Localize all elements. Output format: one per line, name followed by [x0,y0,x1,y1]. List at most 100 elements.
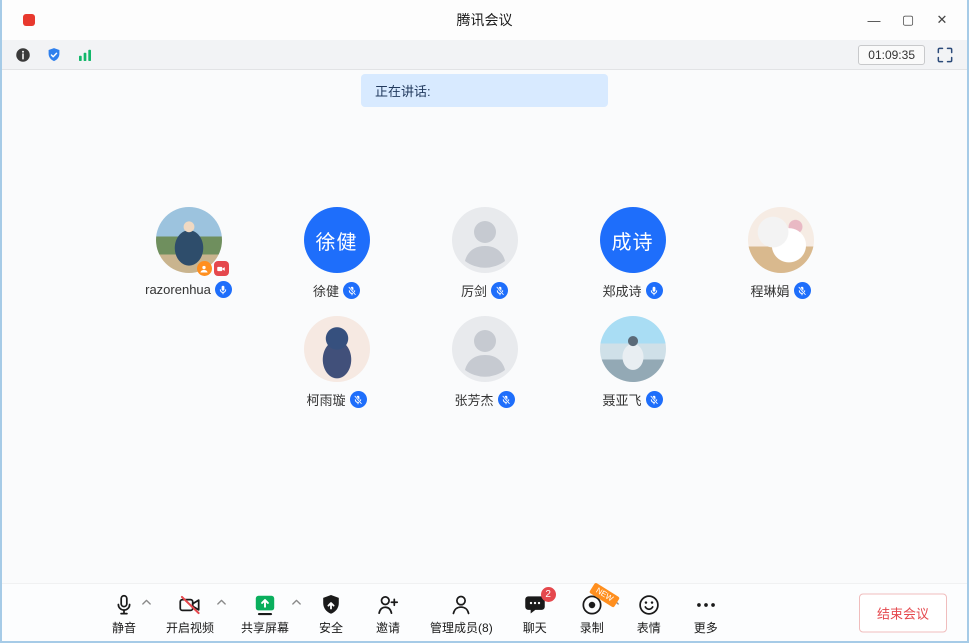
participant-张芳杰[interactable]: 张芳杰 [451,316,518,409]
avatar-photo [599,316,666,382]
tool-label: 开启视频 [166,620,215,635]
tool-security[interactable]: 安全 [309,590,353,636]
participants-row-2: 柯雨璇 张芳杰 聂亚飞 [303,316,666,409]
more-icon [693,592,719,618]
topbar-left [14,46,94,64]
tool-label: 更多 [693,620,718,635]
emoji-icon [636,592,662,618]
app-indicator-icon [23,14,35,26]
window-title: 腾讯会议 [456,12,513,28]
tool-label: 管理成员(8) [430,620,493,635]
chevron-up-icon[interactable] [216,598,227,606]
maximize-button[interactable]: ▢ [901,12,915,27]
avatar-photo [303,316,370,382]
participant-name: 郑成诗 [602,284,642,299]
participant-name-row: 郑成诗 [602,281,663,300]
avatar-photo [747,207,814,273]
top-toolbar: 01:09:35 [2,40,967,70]
tool-label: 聊天 [522,620,547,635]
participant-name-row: 聂亚飞 [602,390,663,409]
participant-郑成诗[interactable]: 成诗郑成诗 [599,207,666,300]
topbar-right: 01:09:35 [858,44,955,65]
speaking-banner: 正在讲话: [361,74,608,107]
mic-icon[interactable] [214,281,232,298]
participant-徐健[interactable]: 徐健徐健 [303,207,370,300]
minimize-button[interactable]: — [867,12,881,28]
tool-start-video[interactable]: 开启视频 [159,590,226,636]
mute-icon [111,592,137,618]
titlebar: 腾讯会议 — ▢ ✕ [2,0,967,40]
participant-name-row: 徐健 [313,281,360,300]
tool-label: 静音 [111,620,136,635]
tool-label: 录制 [579,620,604,635]
mic-muted-icon[interactable] [497,391,515,408]
fullscreen-icon[interactable] [935,45,955,65]
tool-label: 安全 [319,620,344,635]
info-icon[interactable] [14,46,32,64]
avatar [747,207,814,273]
tool-emoji[interactable]: 表情 [627,590,671,636]
invite-icon [375,592,401,618]
tool-manage-members[interactable]: 管理成员(8) [423,590,500,636]
mic-muted-icon[interactable] [491,282,508,299]
tool-share-screen[interactable]: 共享屏幕 [234,590,301,636]
participant-name-row: 厉剑 [461,281,508,300]
shield-check-icon[interactable] [45,46,63,64]
mic-muted-icon[interactable] [645,391,663,408]
avatar-photo [155,207,222,273]
share-screen-icon [252,592,278,618]
signal-icon[interactable] [76,46,94,64]
avatar [451,316,518,382]
tool-invite[interactable]: 邀请 [366,590,410,636]
avatar [599,316,666,382]
participant-程琳娟[interactable]: 程琳娟 [747,207,814,300]
participant-name-row: 张芳杰 [454,390,515,409]
mic-muted-icon[interactable] [793,282,811,299]
tool-label: 表情 [636,620,661,635]
mic-icon[interactable] [645,282,663,299]
chevron-up-icon[interactable] [141,598,152,606]
participant-柯雨璇[interactable]: 柯雨璇 [303,316,370,409]
participant-name: 聂亚飞 [602,393,642,408]
tool-more[interactable]: 更多 [684,590,728,636]
avatar [303,316,370,382]
chat-unread-badge: 2 [540,586,556,602]
participant-name: 程琳娟 [750,284,790,299]
participant-name-row: 程琳娟 [750,281,811,300]
participant-厉剑[interactable]: 厉剑 [451,207,518,300]
participant-聂亚飞[interactable]: 聂亚飞 [599,316,666,409]
security-icon [318,592,344,618]
tool-mute[interactable]: 静音 [102,590,151,636]
avatar: 徐健 [303,207,370,273]
participant-razorenhua[interactable]: razorenhua [145,207,232,300]
participant-name: 柯雨璇 [306,393,346,408]
avatar [451,207,518,273]
close-button[interactable]: ✕ [936,12,948,27]
avatar: 成诗 [599,207,666,273]
chevron-up-icon[interactable] [291,598,302,606]
meeting-timer: 01:09:35 [858,44,925,65]
chat-icon: 2 [522,586,556,618]
start-video-icon [177,592,203,618]
speaking-label: 正在讲话: [375,84,431,99]
avatar-badges [196,261,229,276]
video-badge-icon [213,261,229,276]
tool-label: 邀请 [376,620,401,635]
tool-chat[interactable]: 2 聊天 [513,586,557,636]
mic-muted-icon[interactable] [343,282,360,299]
avatar [155,207,229,276]
tool-label: 共享屏幕 [241,620,290,635]
end-meeting-button[interactable]: 结束会议 [858,593,947,632]
mic-muted-icon[interactable] [349,391,367,408]
member-badge-icon [196,261,212,276]
manage-members-icon [448,592,474,618]
participant-name: 厉剑 [460,284,487,299]
participant-name: razorenhua [145,282,211,297]
